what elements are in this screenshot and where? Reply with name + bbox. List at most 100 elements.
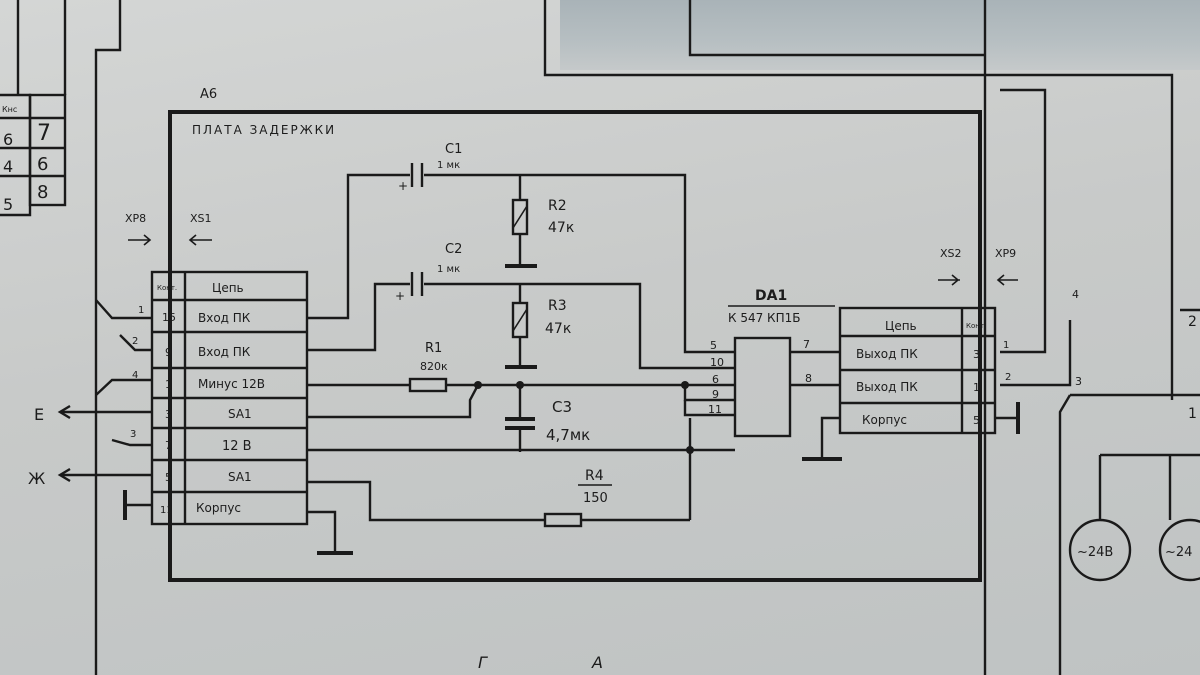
output-e-label: Е	[34, 405, 44, 424]
supply-line	[307, 418, 735, 520]
left-row-contact: 3	[165, 408, 172, 421]
bottom-letter: Г	[478, 653, 488, 672]
r3-name: R3	[548, 298, 567, 314]
da1-pin: 9	[712, 388, 719, 401]
c1-value: 1 мк	[437, 160, 460, 171]
right-header-contact: Конт.	[966, 322, 986, 330]
right-connector-table: Цепь Конт. Выход ПК 3 Выход ПК 1 Корпус …	[838, 288, 1082, 435]
connector-xs1-label: ХS1	[190, 212, 212, 225]
wire-number: 4	[1072, 288, 1079, 301]
connector-xp8-label: ХР8	[125, 212, 146, 225]
r1-name: R1	[425, 341, 442, 356]
da1-type: К 547 КП1Б	[728, 311, 800, 325]
c2-name: С2	[445, 242, 462, 257]
left-header-circuit: Цепь	[212, 281, 244, 295]
left-edge-header: Кнс	[2, 105, 17, 114]
left-row-contact: 11	[160, 505, 173, 516]
wire-number: 4	[132, 370, 138, 381]
left-incoming-wires: 1 2 4 3 Е Ж	[28, 299, 152, 520]
r2-name: R2	[548, 198, 567, 214]
left-edge-contact: 5	[3, 195, 13, 214]
wire-number: 1	[1003, 340, 1009, 351]
da1-pin: 10	[710, 356, 724, 369]
left-row-circuit: Вход ПК	[198, 311, 251, 325]
ground-wire	[307, 510, 337, 552]
bottom-letter: А	[591, 653, 603, 672]
junction-dot	[686, 446, 694, 454]
page-lines	[94, 0, 1200, 675]
da1-pin: 7	[803, 338, 810, 351]
board-title: ПЛАТА ЗАДЕРЖКИ	[192, 123, 336, 137]
board-outline	[168, 110, 982, 582]
r3-value: 47к	[545, 321, 571, 337]
da1-name: DА1	[755, 288, 787, 304]
left-connector-table: Конт. Цепь 15 Вход ПК 9 Вход ПК 1 Минус …	[150, 270, 309, 526]
connector-xs2-label: ХS2	[940, 247, 962, 260]
left-row-circuit: Вход ПК	[198, 345, 251, 359]
left-edge-value: 8	[37, 182, 48, 203]
right-row-circuit: Корпус	[862, 413, 907, 427]
c3-name: С3	[552, 398, 572, 416]
left-row-circuit: SA1	[228, 407, 252, 421]
far-right-number: 2	[1188, 314, 1197, 330]
c2-value: 1 мк	[437, 264, 460, 275]
board-ref: А6	[200, 87, 217, 102]
c2-r3-branch: + С2 1 мк R3 47к	[307, 242, 735, 370]
arrow-left-icon	[57, 404, 71, 420]
left-row-circuit: Корпус	[196, 501, 241, 515]
da1-pin: 11	[708, 403, 722, 416]
wire-number: 2	[1005, 372, 1011, 383]
ground-wire	[820, 416, 840, 458]
c1-r2-branch: + С1 1 мк R2 47к	[307, 142, 735, 354]
left-row-circuit: SA1	[228, 470, 252, 484]
c3-value: 4,7мк	[546, 426, 590, 444]
lamp-label: ~24В	[1077, 545, 1113, 560]
left-header-contact: Конт.	[157, 284, 177, 292]
arrow-left-icon	[57, 467, 71, 483]
arrow-icon	[996, 274, 1018, 286]
da1-pin: 6	[712, 373, 719, 386]
r4-line: R4 150	[307, 468, 690, 528]
right-row-circuit: Выход ПК	[856, 380, 918, 394]
right-row-circuit: Выход ПК	[856, 347, 918, 361]
c1-polarity: +	[398, 179, 408, 193]
left-edge-table: Кнс 6 7 4 6 5 8	[0, 0, 67, 217]
left-row-contact: 5	[165, 471, 172, 484]
arrow-icon	[188, 234, 212, 246]
left-row-contact: 7	[165, 439, 172, 452]
wire-number: 2	[132, 336, 138, 347]
left-row-contact: 15	[162, 311, 176, 324]
r1-value: 820к	[420, 360, 448, 373]
minus-line: R1 820к С3 4,7мк	[307, 341, 735, 452]
far-right-number: 1	[1188, 406, 1197, 422]
c2-polarity: +	[395, 289, 405, 303]
left-row-contact: 1	[165, 378, 172, 391]
lamp-icon	[1158, 518, 1200, 582]
left-edge-contact: 6	[3, 130, 13, 149]
r4-value: 150	[583, 491, 608, 506]
left-row-circuit: 12 В	[222, 439, 252, 454]
left-edge-value: 6	[37, 154, 48, 175]
r2-value: 47к	[548, 220, 574, 236]
left-edge-contact: 4	[3, 157, 13, 176]
wire-number: 1	[138, 305, 144, 316]
r4-name: R4	[585, 468, 604, 484]
c1-name: С1	[445, 142, 462, 157]
left-edge-value: 7	[37, 121, 51, 146]
background-photo-strip	[560, 0, 1200, 70]
right-row-contact: 5	[973, 414, 980, 427]
arrow-icon	[938, 274, 960, 286]
lamp-label: ~24	[1165, 545, 1192, 560]
left-row-circuit: Минус 12В	[198, 377, 265, 391]
lamp-icon	[1068, 518, 1132, 582]
arrow-icon	[128, 234, 152, 246]
right-row-contact: 3	[973, 348, 980, 361]
connector-xp9-label: ХР9	[995, 247, 1016, 260]
wire-number: 3	[1075, 375, 1082, 388]
wire-number: 3	[130, 429, 136, 440]
left-row-contact: 9	[165, 346, 172, 359]
output-zh-label: Ж	[28, 469, 45, 488]
da1-pin: 5	[710, 339, 717, 352]
